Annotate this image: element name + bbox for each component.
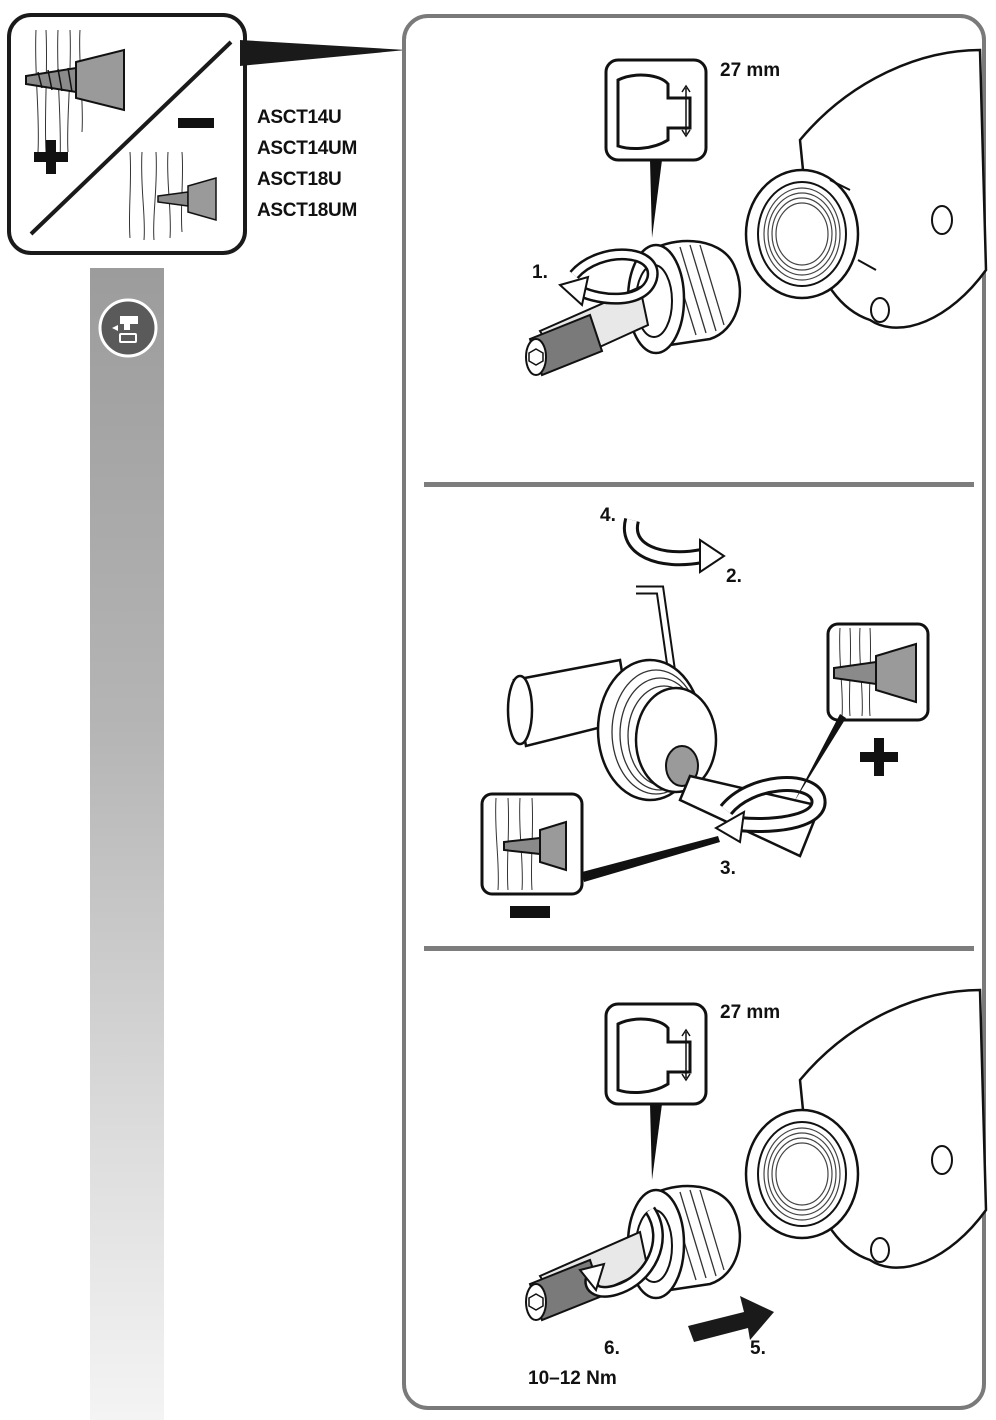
minus-icon — [510, 906, 550, 918]
rotation-arrow-top — [622, 517, 726, 574]
step-4-label: 4. — [600, 505, 616, 526]
wrench-icon — [604, 58, 708, 162]
tool-housing-top — [744, 48, 988, 329]
step-2-label: 2. — [726, 566, 742, 587]
model-4: ASCT18UM — [257, 200, 358, 221]
model-2: ASCT14UM — [257, 138, 358, 159]
minus-leader — [582, 836, 720, 882]
callout-pointer — [240, 40, 406, 66]
screw-icon — [25, 48, 125, 112]
model-3: ASCT18U — [257, 169, 342, 190]
nose-assembly-adjust — [506, 585, 827, 858]
step-divider-1 — [424, 482, 974, 487]
wrench-icon-bottom — [604, 1002, 708, 1106]
plus-leader — [794, 714, 846, 802]
nose-assembly-top — [525, 239, 742, 377]
torque-label: 10–12 Nm — [528, 1368, 617, 1389]
plus-icon — [860, 738, 898, 776]
model-list: ASCT14U ASCT14UM ASCT18U ASCT18UM — [257, 102, 357, 226]
nose-assembly-bottom — [525, 1184, 742, 1322]
push-arrow-icon — [688, 1296, 774, 1342]
wrench-size-label-2: 27 mm — [720, 1002, 781, 1023]
side-gradient-bar — [90, 268, 164, 1420]
wrench-leader-1 — [650, 160, 662, 238]
model-1: ASCT14U — [257, 107, 342, 128]
step-1-label: 1. — [532, 262, 548, 283]
step-divider-2 — [424, 946, 974, 951]
screw-sunk-symbol — [480, 792, 584, 896]
screw-depth-symbol-box — [7, 13, 247, 255]
wrench-leader-2 — [650, 1104, 662, 1180]
step-6-label: 6. — [604, 1338, 620, 1359]
step-3-label: 3. — [720, 858, 736, 879]
wrench-size-label-1: 27 mm — [720, 60, 781, 81]
step-5-label: 5. — [750, 1338, 766, 1359]
tool-battery-icon — [98, 298, 158, 358]
tool-housing-bottom — [744, 988, 988, 1269]
screw-proud-symbol — [826, 622, 930, 722]
